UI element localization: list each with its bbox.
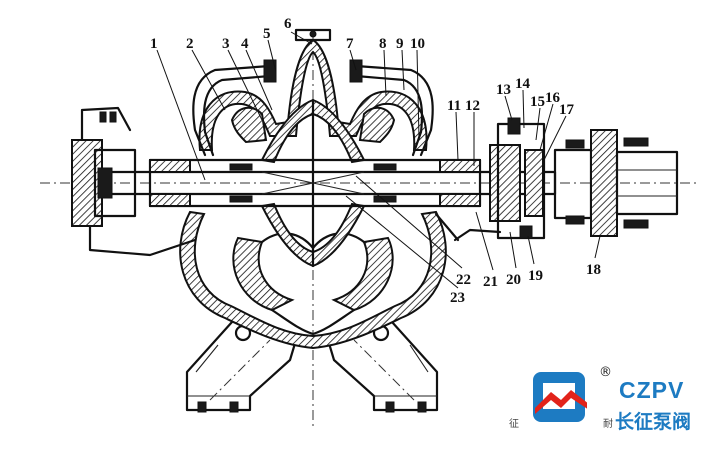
part-label-12: 12: [465, 98, 480, 114]
part-label-6: 6: [284, 16, 292, 32]
registered-mark: ®: [599, 365, 612, 380]
czpv-logo-mark-icon: [533, 372, 587, 422]
part-label-1: 1: [150, 36, 158, 52]
part-label-2: 2: [186, 36, 194, 52]
part-label-23: 23: [450, 290, 465, 306]
part-label-4: 4: [241, 36, 249, 52]
part-number-labels: 1 2 3 4 5 6 7 8 9 10 11 12 13 14 15 16 1…: [150, 16, 601, 306]
part-label-14: 14: [515, 76, 531, 92]
part-label-3: 3: [222, 36, 230, 52]
brand-name-cn: 长征泵阀: [615, 411, 692, 433]
part-label-7: 7: [346, 36, 354, 52]
part-label-21: 21: [483, 274, 498, 290]
pump-base: [185, 320, 439, 413]
part-label-22: 22: [456, 272, 471, 288]
czpv-logo: ® CZPV 长征泵阀 征 耐: [509, 365, 723, 445]
part-label-10: 10: [410, 36, 425, 52]
balance-pipes: [192, 59, 434, 157]
watermark-left: 征: [509, 419, 519, 430]
leader-lines: [156, 31, 601, 289]
shaft-coupling: [553, 129, 679, 237]
part-label-18: 18: [586, 262, 601, 278]
upper-casing: [198, 28, 428, 151]
right-bearing-housing: [434, 117, 546, 242]
part-label-11: 11: [447, 98, 461, 114]
part-label-19: 19: [528, 268, 543, 284]
part-label-9: 9: [396, 36, 404, 52]
part-label-17: 17: [559, 102, 575, 118]
watermark-right: 耐: [603, 419, 613, 430]
part-label-5: 5: [263, 26, 271, 42]
left-bearing-housing: [71, 106, 197, 257]
brand-name-en: CZPV: [619, 377, 685, 403]
part-label-16: 16: [545, 90, 561, 106]
part-label-13: 13: [496, 82, 511, 98]
part-label-15: 15: [530, 94, 545, 110]
part-label-20: 20: [506, 272, 521, 288]
part-label-8: 8: [379, 36, 387, 52]
